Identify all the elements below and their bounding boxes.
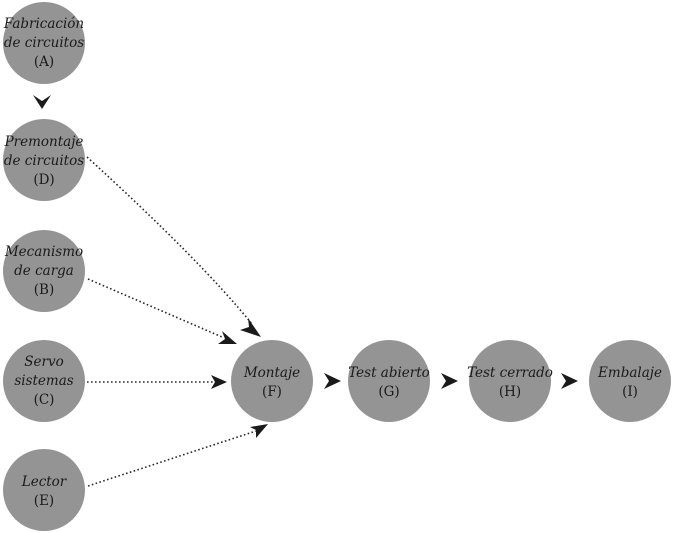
node-c-circle bbox=[3, 340, 85, 422]
node-h-circle bbox=[469, 340, 551, 422]
node-e-circle bbox=[3, 449, 85, 531]
node-g-label-line-1: Test abierto bbox=[348, 365, 430, 381]
node-a-label-line-2: de circuitos bbox=[4, 35, 84, 51]
node-b-circle bbox=[3, 230, 85, 312]
node-i-code: (I) bbox=[622, 384, 638, 400]
node-g-circle bbox=[348, 340, 430, 422]
node-i-label-line-1: Embalaje bbox=[597, 365, 662, 381]
arrowhead-d-to-f bbox=[240, 318, 261, 337]
node-c-label-line-1: Servo bbox=[24, 354, 63, 370]
node-d-circle bbox=[3, 119, 85, 201]
node-e-label-line-1: Lector bbox=[21, 474, 68, 490]
node-b-label-line-1: Mecanismo bbox=[4, 244, 83, 260]
node-b: Mecanismo de carga (B) bbox=[3, 230, 85, 312]
node-i: Embalaje (I) bbox=[589, 340, 671, 422]
node-h: Test cerrado (H) bbox=[467, 340, 553, 422]
node-i-circle bbox=[589, 340, 671, 422]
node-f-circle bbox=[231, 340, 313, 422]
arrowhead-f-to-g bbox=[324, 373, 341, 389]
edge-d-to-f bbox=[86, 156, 253, 325]
node-d-label-line-2: de circuitos bbox=[4, 153, 84, 169]
arrowhead-e-to-f bbox=[250, 424, 268, 438]
node-f: Montaje (F) bbox=[231, 340, 313, 422]
node-f-code: (F) bbox=[262, 384, 282, 400]
arrowhead-c-to-f bbox=[211, 375, 227, 389]
node-b-label-line-2: de carga bbox=[14, 263, 74, 279]
arrowhead-b-to-f bbox=[218, 331, 237, 344]
node-d: Premontaje de circuitos (D) bbox=[3, 119, 85, 201]
node-a: Fabricación de circuitos (A) bbox=[3, 2, 85, 84]
node-a-circle bbox=[3, 2, 85, 84]
node-e: Lector (E) bbox=[3, 449, 85, 531]
node-c-label-line-2: sistemas bbox=[14, 373, 73, 389]
node-h-code: (H) bbox=[499, 384, 521, 400]
node-d-code: (D) bbox=[33, 172, 54, 188]
node-b-code: (B) bbox=[34, 282, 54, 298]
arrowhead-g-to-h bbox=[441, 373, 458, 389]
node-g: Test abierto (G) bbox=[348, 340, 430, 422]
node-c-code: (C) bbox=[34, 392, 55, 408]
edge-b-to-f bbox=[87, 278, 223, 338]
arrowhead-a-to-d bbox=[33, 95, 51, 109]
edge-e-to-f bbox=[87, 430, 257, 487]
node-f-label-line-1: Montaje bbox=[243, 365, 300, 381]
node-d-label-line-1: Premontaje bbox=[4, 134, 84, 150]
node-a-code: (A) bbox=[34, 54, 54, 70]
node-g-code: (G) bbox=[378, 384, 399, 400]
node-c: Servo sistemas (C) bbox=[3, 340, 85, 422]
node-a-label-line-1: Fabricación bbox=[3, 16, 84, 32]
node-e-code: (E) bbox=[34, 493, 54, 509]
node-h-label-line-1: Test cerrado bbox=[467, 365, 553, 381]
arrowhead-h-to-i bbox=[561, 373, 578, 389]
